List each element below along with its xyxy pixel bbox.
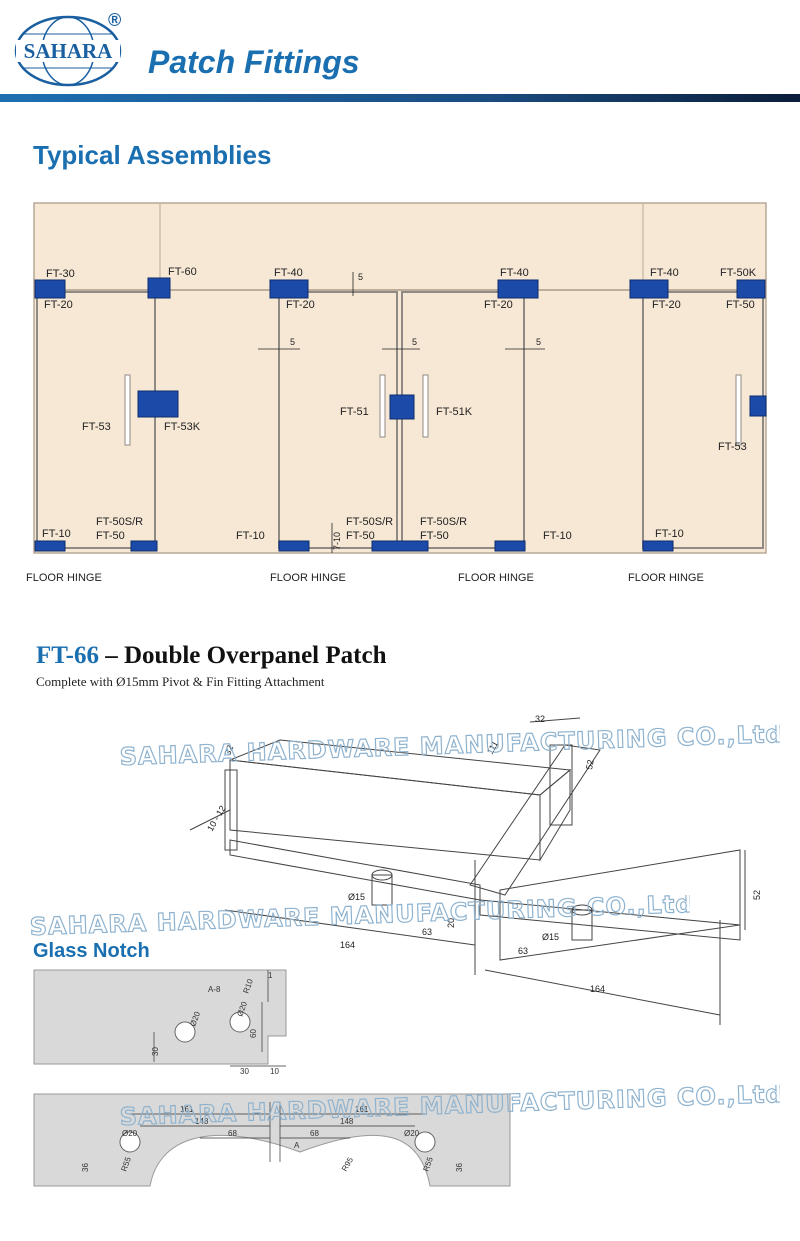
typical-assemblies-diagram: FT-30 FT-20 FT-60 FT-40 FT-20 5 FT-40 FT… [26, 202, 767, 584]
svg-text:SAHARA HARDWARE MANUFACTURING: SAHARA HARDWARE MANUFACTURING CO.,Ltd [120, 725, 780, 771]
dim-148: 148 [195, 1117, 209, 1126]
label-ft-30: FT-30 [46, 268, 75, 280]
label-floor-hinge: FLOOR HINGE [628, 572, 704, 584]
dim-68: 68 [228, 1129, 237, 1138]
registered-mark: ® [108, 10, 122, 30]
svg-text:SAHARA HARDWARE MANUFACTURING: SAHARA HARDWARE MANUFACTURING CO.,Ltd [30, 895, 690, 941]
dim-10-12: 10 - 12 [205, 804, 228, 833]
label-ft-50: FT-50 [726, 299, 755, 311]
label-floor-hinge: FLOOR HINGE [26, 572, 102, 584]
label-ft-40: FT-40 [500, 267, 529, 279]
watermark: SAHARA HARDWARE MANUFACTURING CO.,Ltd [120, 725, 780, 772]
dim-a-8: A-8 [208, 985, 221, 994]
product-subtitle: Complete with Ø15mm Pivot & Fin Fitting … [36, 674, 325, 689]
label-ft-53: FT-53 [718, 441, 747, 453]
dim-68: 68 [310, 1129, 319, 1138]
dim-63: 63 [422, 927, 432, 937]
label-ft-50: FT-50 [96, 530, 125, 542]
dim-36: 36 [81, 1163, 90, 1172]
dim-161: 161 [355, 1105, 369, 1114]
dim-148: 148 [340, 1117, 354, 1126]
watermark: SAHARA HARDWARE MANUFACTURING CO.,Ltd [120, 1085, 780, 1132]
dim-164: 164 [590, 984, 605, 994]
page-title: Patch Fittings [148, 44, 360, 80]
label-ft-50sr: FT-50S/R [96, 516, 143, 528]
dim-32: 32 [535, 714, 545, 724]
dim-diameter-15: Ø15 [542, 932, 559, 942]
dim-52: 52 [752, 890, 762, 900]
label-ft-60: FT-60 [168, 266, 197, 278]
label-ft-53k: FT-53K [164, 421, 201, 433]
label-ft-10: FT-10 [236, 530, 265, 542]
label-ft-53: FT-53 [82, 421, 111, 433]
label-ft-20: FT-20 [286, 299, 315, 311]
label-ft-20: FT-20 [484, 299, 513, 311]
section-heading-glass-notch: Glass Notch [33, 940, 150, 962]
dim-5: 5 [290, 337, 295, 347]
glass-notch-drawing: A-8 R10 1 Ø20 Ø20 30 60 30 10 161 161 14… [33, 969, 511, 1187]
label-ft-20: FT-20 [652, 299, 681, 311]
dim-63: 63 [518, 946, 528, 956]
dim-5: 5 [412, 337, 417, 347]
label-ft-51k: FT-51K [436, 406, 473, 418]
label-ft-20: FT-20 [44, 299, 73, 311]
dim-7-10: 7-10 [332, 532, 342, 550]
svg-text:SAHARA HARDWARE MANUFACTURING: SAHARA HARDWARE MANUFACTURING CO.,Ltd [120, 1085, 780, 1131]
label-ft-51: FT-51 [340, 406, 369, 418]
dim-60: 60 [249, 1029, 258, 1038]
dim-52: 52 [584, 759, 596, 771]
product-code: FT-66 [36, 642, 99, 669]
dim-32: 32 [222, 744, 235, 757]
label-ft-10: FT-10 [655, 528, 684, 540]
label-ft-50: FT-50 [420, 530, 449, 542]
ft66-technical-drawing: 32 10 - 12 32 111 52 52 Ø15 Ø15 63 63 20… [189, 714, 762, 1025]
product-title: FT-66 – Double Overpanel Patch [36, 642, 386, 670]
dim-5: 5 [536, 337, 541, 347]
dim-diameter-20: Ø20 [404, 1129, 420, 1138]
dim-161: 161 [180, 1105, 194, 1114]
dim-r95: R95 [340, 1155, 355, 1173]
dim-36: 36 [455, 1163, 464, 1172]
dim-10: 10 [270, 1067, 279, 1076]
label-ft-10: FT-10 [42, 528, 71, 540]
dim-20: 20 [446, 918, 456, 928]
dim-a: A [294, 1141, 300, 1150]
dim-diameter-15: Ø15 [348, 892, 365, 902]
label-floor-hinge: FLOOR HINGE [458, 572, 534, 584]
watermark: SAHARA HARDWARE MANUFACTURING CO.,Ltd [30, 895, 690, 942]
label-ft-50k: FT-50K [720, 267, 757, 279]
label-ft-50: FT-50 [346, 530, 375, 542]
sahara-logo: SAHARA [14, 15, 122, 87]
dim-164: 164 [340, 940, 355, 950]
section-heading-typical-assemblies: Typical Assemblies [33, 140, 272, 170]
label-ft-10: FT-10 [543, 530, 572, 542]
label-ft-40: FT-40 [650, 267, 679, 279]
label-ft-50sr: FT-50S/R [346, 516, 393, 528]
product-name: – Double Overpanel Patch [98, 642, 387, 669]
dim-diameter-20: Ø20 [122, 1129, 138, 1138]
label-ft-40: FT-40 [274, 267, 303, 279]
header-rule [0, 94, 800, 102]
label-floor-hinge: FLOOR HINGE [270, 572, 346, 584]
dim-30: 30 [151, 1047, 160, 1056]
dim-5: 5 [358, 272, 363, 282]
dim-1: 1 [268, 971, 273, 980]
label-ft-50sr: FT-50S/R [420, 516, 467, 528]
logo-wordmark: SAHARA [24, 39, 114, 63]
dim-30: 30 [240, 1067, 249, 1076]
